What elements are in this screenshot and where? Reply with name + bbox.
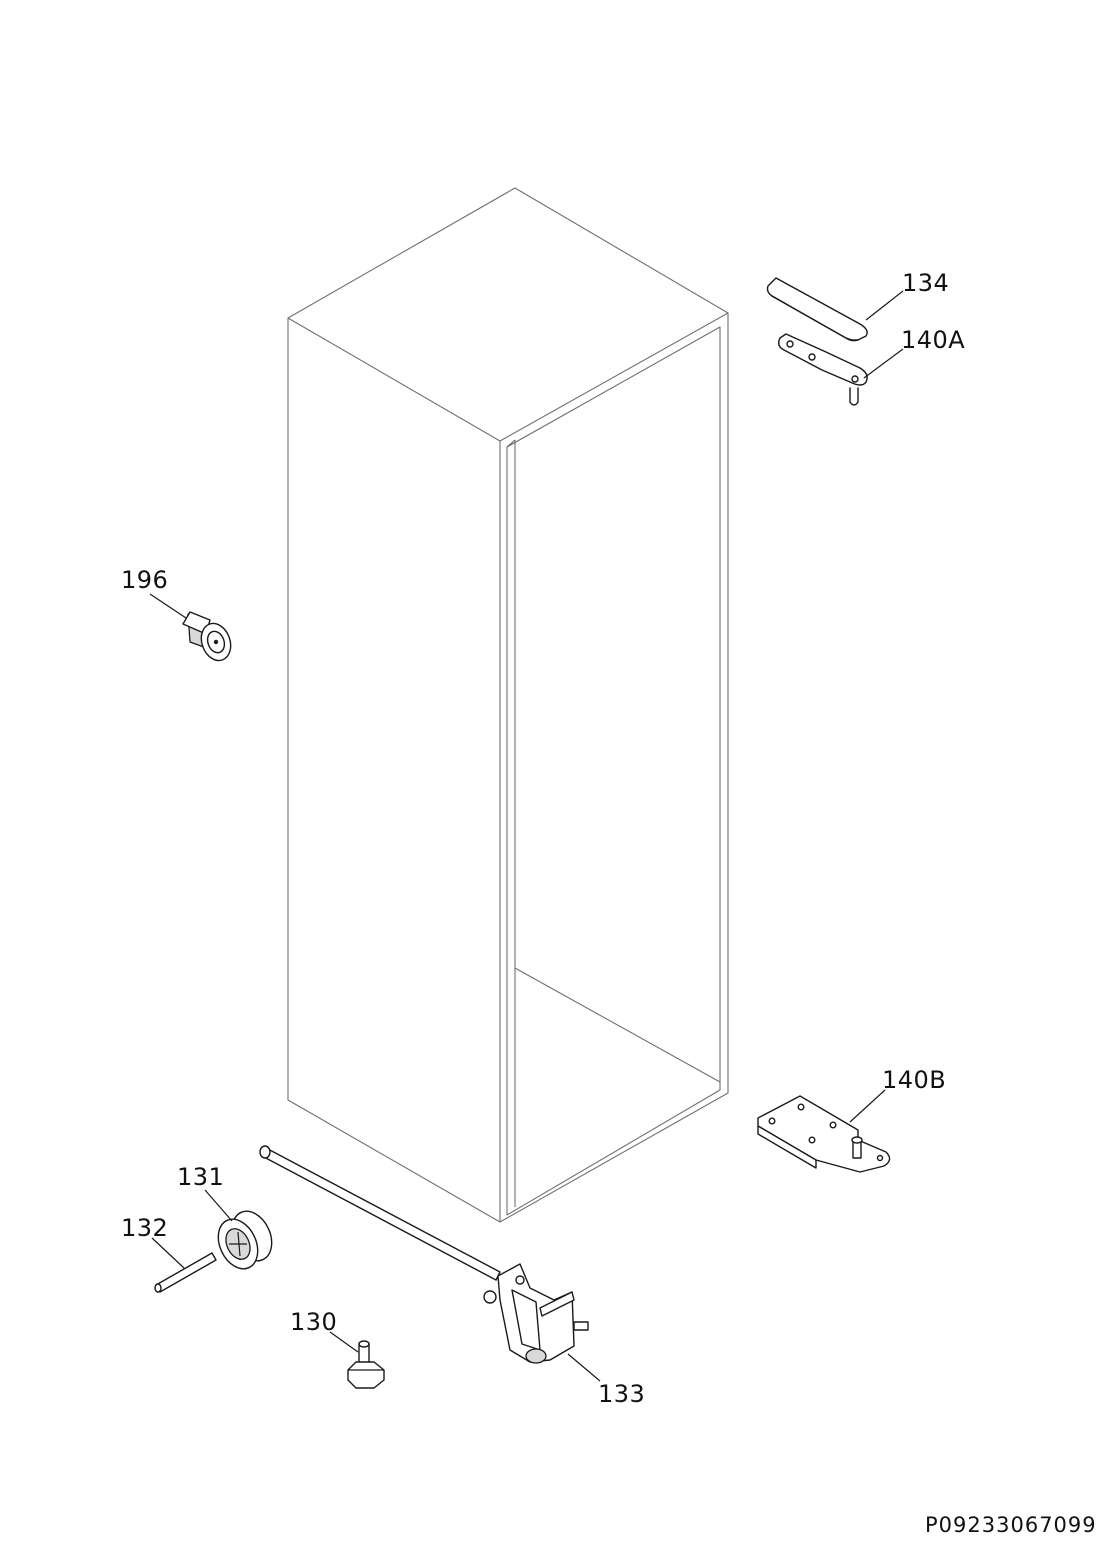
hinge-cover-part [766, 277, 904, 342]
callout-140a: 140A [901, 326, 966, 354]
callout-140b: 140B [882, 1066, 947, 1094]
bottom-hinge-part [757, 1089, 891, 1173]
top-hinge-part [777, 333, 904, 406]
cabinet-body [287, 187, 729, 1223]
connecting-rod-part [259, 1145, 501, 1281]
roller-wheel-part [204, 1189, 273, 1270]
bushing-plug-part [149, 593, 232, 662]
document-id: P09233067099 [925, 1513, 1097, 1537]
wheel-bracket-part [483, 1263, 601, 1382]
callout-196: 196 [121, 566, 169, 594]
adjustable-foot-part [329, 1331, 385, 1389]
axle-pin-part [151, 1237, 217, 1293]
callout-133: 133 [598, 1380, 646, 1408]
callout-132: 132 [121, 1214, 169, 1242]
callout-134: 134 [902, 269, 950, 297]
callout-131: 131 [177, 1163, 225, 1191]
callout-130: 130 [290, 1308, 338, 1336]
